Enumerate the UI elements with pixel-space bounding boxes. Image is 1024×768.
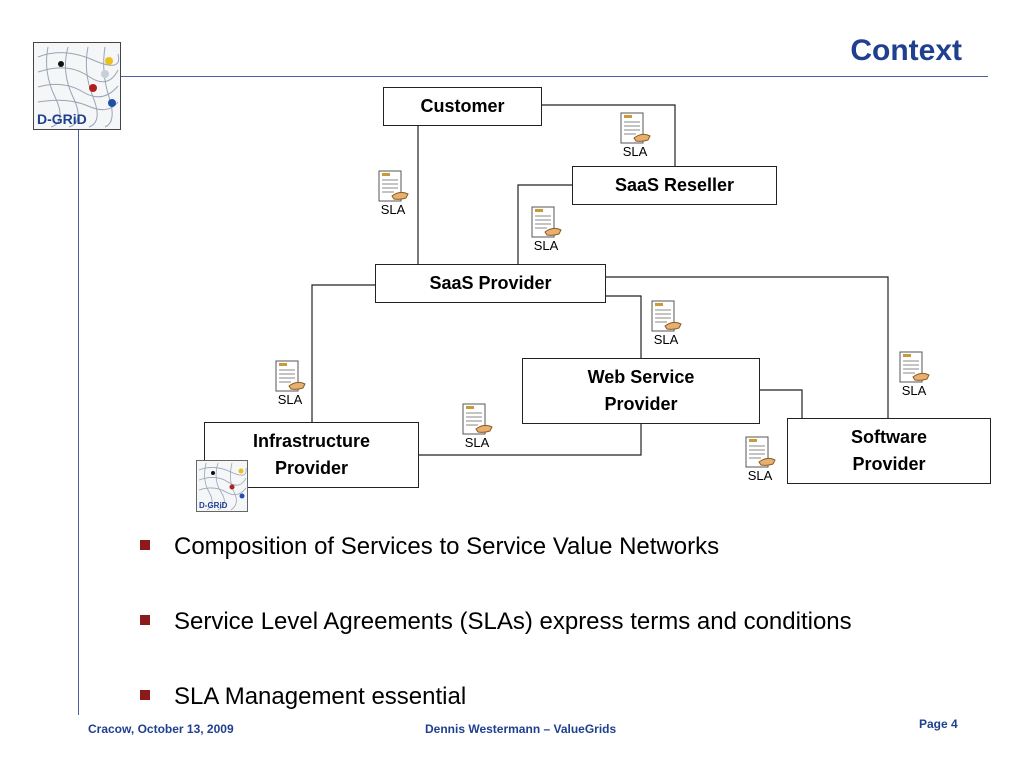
sla-label: SLA (653, 332, 679, 347)
bullet-item: SLA Management essential (140, 683, 466, 711)
sla-label: SLA (747, 468, 773, 483)
d-grid-logo: D-GRiD (33, 42, 121, 130)
slide-title: Context (850, 34, 962, 67)
saas-reseller-node: SaaS Reseller (572, 166, 777, 205)
sla-document-icon (620, 112, 651, 144)
saas-provider-node: SaaS Provider (375, 264, 606, 303)
footer-date-location: Cracow, October 13, 2009 (88, 722, 234, 736)
sla-icon-provider-infrastructure: SLA (267, 360, 313, 412)
sla-document-icon (651, 300, 682, 332)
sla-label: SLA (622, 144, 648, 159)
sla-document-icon (745, 436, 776, 468)
web-service-provider-label-line2: Provider (604, 394, 678, 414)
side-rule (78, 129, 79, 715)
logo-text: D-GRiD (37, 111, 87, 127)
bullet-marker (140, 539, 150, 550)
bullet-text: SLA Management essential (174, 683, 467, 710)
web-service-provider-label-line1: Web Service (587, 367, 695, 387)
sla-label: SLA (901, 383, 927, 398)
bullet-text: Composition of Services to Service Value… (174, 533, 720, 560)
sla-icon-customer-reseller: SLA (612, 112, 658, 164)
sla-icon-provider-webservice: SLA (643, 300, 689, 352)
sla-label: SLA (533, 238, 559, 253)
bullet-marker (140, 689, 150, 700)
sla-label: SLA (277, 392, 303, 407)
bullet-text: Service Level Agreements (SLAs) express … (174, 608, 852, 635)
software-provider-label-line2: Provider (852, 454, 926, 474)
title-rule (120, 76, 988, 77)
sla-icon-webservice-software: SLA (737, 436, 783, 488)
sla-document-icon (378, 170, 409, 202)
web-service-provider-node: Web Service Provider (522, 358, 760, 424)
sla-icon-customer-provider: SLA (370, 170, 416, 222)
saas-reseller-label: SaaS Reseller (614, 175, 735, 195)
bullet-item: Service Level Agreements (SLAs) express … (140, 608, 852, 636)
sla-icon-provider-software: SLA (891, 351, 937, 403)
sla-icon-webservice-infrastructure: SLA (454, 403, 500, 455)
saas-provider-label: SaaS Provider (429, 273, 552, 293)
sla-document-icon (275, 360, 306, 392)
d-grid-logo-small: D-GRiD (196, 460, 248, 512)
sla-document-icon (899, 351, 930, 383)
customer-node: Customer (383, 87, 542, 126)
svg-text:D-GRiD: D-GRiD (199, 501, 228, 510)
sla-icon-reseller-provider: SLA (523, 206, 569, 258)
sla-document-icon (462, 403, 493, 435)
sla-label: SLA (464, 435, 490, 450)
page-number: Page 4 (919, 717, 958, 731)
footer-author: Dennis Westermann – ValueGrids (425, 722, 617, 736)
sla-label: SLA (380, 202, 406, 217)
customer-label: Customer (420, 96, 505, 116)
bullet-marker (140, 614, 150, 625)
infrastructure-provider-label-line2: Provider (274, 458, 349, 478)
bullet-item: Composition of Services to Service Value… (140, 533, 719, 561)
software-provider-node: Software Provider (787, 418, 991, 484)
software-provider-label-line1: Software (850, 427, 928, 447)
sla-document-icon (531, 206, 562, 238)
infrastructure-provider-label-line1: Infrastructure (252, 431, 371, 451)
